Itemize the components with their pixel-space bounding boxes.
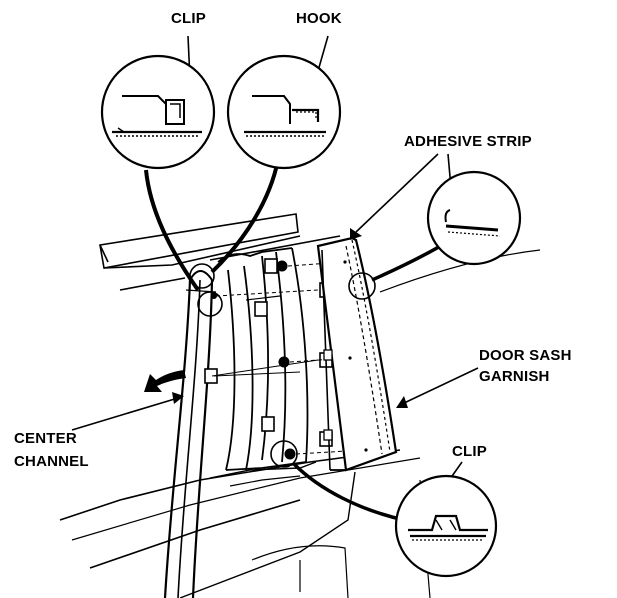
- mounting-holes: [211, 260, 296, 460]
- label-clip-top: CLIP: [171, 10, 206, 27]
- detail-locator-circles: [189, 263, 376, 468]
- bottom-clip-detail-callout: [394, 474, 498, 578]
- clip-detail-callout: [100, 54, 216, 170]
- removal-direction-arrow: [144, 370, 186, 392]
- inner-sash-frame: [209, 247, 317, 487]
- center-channel: [163, 270, 217, 598]
- label-center-line1: CENTER: [14, 430, 77, 447]
- adhesive-strip-detail-callout: [426, 170, 522, 266]
- label-center-line2: CHANNEL: [14, 453, 89, 470]
- label-door-sash-line1: DOOR SASH: [479, 347, 572, 364]
- label-door-sash-line2: GARNISH: [479, 368, 550, 385]
- hook-detail-callout: [226, 54, 342, 170]
- door-sash-garnish-panel: [316, 236, 398, 472]
- label-hook: HOOK: [296, 10, 342, 27]
- label-clip-bottom: CLIP: [452, 443, 487, 460]
- label-adhesive-strip: ADHESIVE STRIP: [404, 133, 532, 150]
- leader-lines: [71, 35, 479, 522]
